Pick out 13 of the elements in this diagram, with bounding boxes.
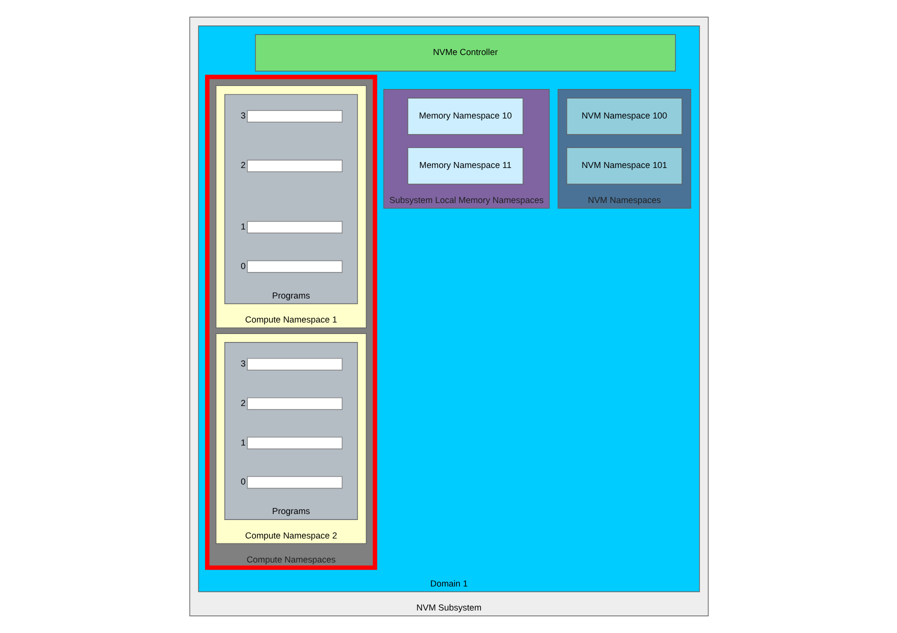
node-label: 2	[240, 398, 246, 408]
node-box: Memory Namespace 11	[406, 147, 523, 184]
node-label: 3	[240, 358, 246, 369]
node-label: 1	[240, 437, 246, 448]
node-label: 2	[240, 160, 246, 170]
node-label: 3	[240, 110, 246, 121]
node-box: NVM Namespace 101	[566, 147, 682, 184]
node-box: NVMe Controller	[254, 34, 676, 72]
node-label: 1	[240, 221, 246, 232]
node-box: Memory Namespace 10	[406, 98, 523, 135]
node-label: 0	[240, 260, 246, 271]
node-box: NVM Namespace 100	[566, 98, 682, 135]
node-label: 0	[240, 476, 246, 487]
